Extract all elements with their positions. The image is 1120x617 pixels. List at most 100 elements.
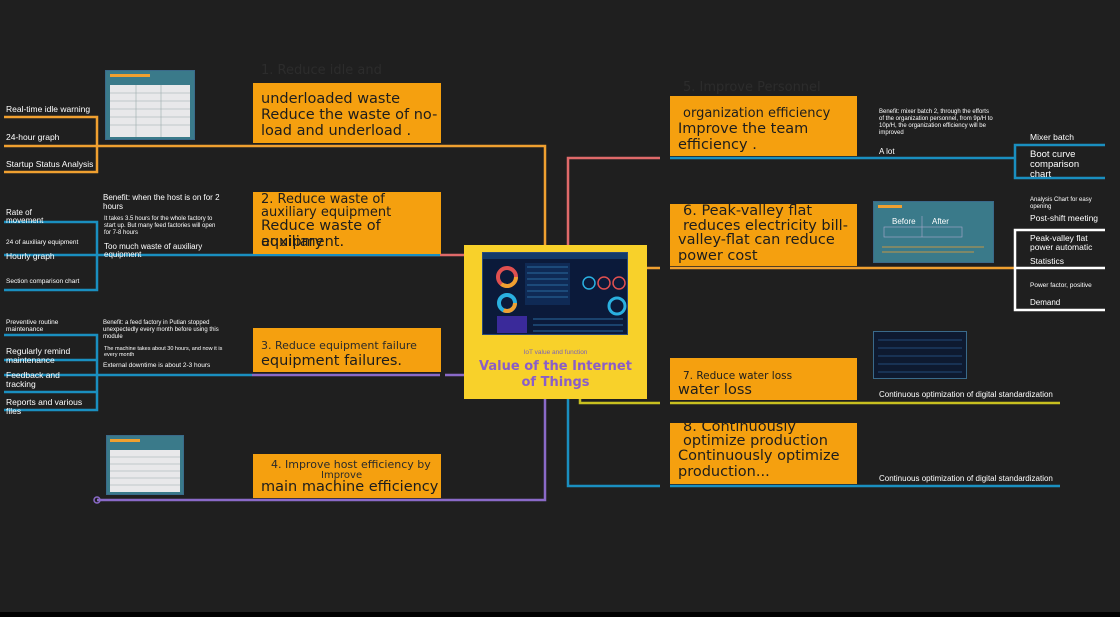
node-8-optimize-production[interactable]: 8. Continuously optimize production Cont… [670,423,857,484]
left-b2-hourly[interactable]: Hourly graph [6,251,55,261]
left-b1-item-1[interactable]: 24-hour graph [6,132,60,142]
node-8-line1: 8. Continuously [683,423,796,435]
left-b3-benefit3: module [103,334,123,340]
node-2-line2: auxiliary equipment [261,205,392,220]
left-b2-takes3: for 7-8 hours [104,230,139,236]
right-boot2[interactable]: comparison [1030,159,1080,170]
right-n5-benefit4: improved [879,130,904,136]
left-b3-takes1: The machine takes about 30 hours, and no… [104,346,223,352]
node-6-line2: reduces electricity bill- [683,218,848,234]
right-n7-note: Continuous optimization of digital stand… [879,390,1053,399]
left-b3-prev1[interactable]: Preventive routine [6,319,59,326]
node-2-line4: equipment. [261,234,345,250]
left-b3-ext: External downtime is about 2-3 hours [103,362,211,369]
node-3-line1: 3. Reduce equipment failure [261,339,417,352]
node-6-line4: power cost [678,248,758,264]
node-7-water-loss[interactable]: 7. Reduce water loss water loss [670,358,857,400]
left-b3-feedback2[interactable]: tracking [6,379,36,389]
node-8-line4: production... [678,464,770,480]
left-b3-reports2[interactable]: files [6,406,22,416]
right-demand[interactable]: Demand [1030,298,1061,307]
right-n5-benefit3: 10p/H, the organization efficiency will … [879,123,986,129]
right-analysis1[interactable]: Analysis Chart for easy [1030,197,1092,203]
left-b3-remind1[interactable]: Regularly remind [6,346,71,356]
left-b2-benefit1: Benefit: when the host is on for 2 [103,193,220,202]
left-b2-waste1: Too much waste of auxiliary [104,242,203,251]
left-b3-remind2[interactable]: maintenance [6,355,55,365]
left-b3-takes2: every month [104,352,135,358]
link-center-n8 [566,399,660,488]
right-n5-benefit2: of the organization personnel, from 9p/H… [879,116,993,122]
right-analysis2[interactable]: opening [1030,204,1052,210]
node-5-line1: organization efficiency [683,106,831,121]
node-6-line3: valley-flat can reduce [678,232,835,248]
right-n5-benefit1: Benefit: mixer batch 2, through the effo… [879,109,989,115]
right-stats[interactable]: Statistics [1030,256,1065,266]
left-b2-benefit2: hours [103,202,124,211]
node-4-improve-host[interactable]: 4. Improve host efficiency by Improve ma… [253,454,441,498]
thumbnail-idle-report [105,70,195,140]
center-subtitle: IoT value and function [523,349,588,356]
left-b1-item-2[interactable]: Startup Status Analysis [6,159,94,169]
dashboard-thumbnail [482,252,628,335]
node-3-reduce-failure[interactable]: 3. Reduce equipment failure equipment fa… [253,328,441,372]
center-title-line1: Value of the Internet [479,359,632,374]
right-postshift[interactable]: Post-shift meeting [1030,213,1099,223]
node-6-peak-valley[interactable]: 6. Peak-valley flat reduces electricity … [670,204,857,266]
node-8-line2: optimize production [683,433,828,449]
thumbnail-water-dashboard [873,331,967,379]
right-boot1[interactable]: Boot curve [1030,149,1076,160]
node-5-ghost-header: 5. Improve Personnel [683,80,821,95]
node-8-line3: Continuously optimize [678,448,840,464]
node-2-line1: 2. Reduce waste of [261,192,385,207]
center-node[interactable]: IoT value and function Value of the Inte… [464,245,647,399]
left-b2-waste2: equipment [104,250,142,259]
left-b3-reports1[interactable]: Reports and various [6,397,83,407]
left-b3-benefit1: Benefit: a feed factory in Putian stoppe… [103,320,210,326]
left-b3-benefit2: unexpectedly every month before using th… [103,327,219,333]
left-b2-section[interactable]: Section comparison chart [6,278,80,285]
node-4-line3: main machine efficiency [261,479,439,495]
right-mixer-batch[interactable]: Mixer batch [1030,132,1074,142]
node-7-line1: 7. Reduce water loss [683,370,793,382]
node-2-reduce-aux-waste[interactable]: 2. Reduce waste of auxiliary equipment R… [253,192,441,254]
right-n8-note: Continuous optimization of digital stand… [879,474,1053,483]
center-title: Value of the Internet of Things [464,359,647,391]
left-b1-item-0[interactable]: Real-time idle warning [6,104,91,114]
right-peak2[interactable]: power automatic [1030,242,1093,252]
node-1-line1: underloaded waste [261,91,401,107]
node-1-line3: load and underload . [261,123,412,139]
right-boot3[interactable]: chart [1030,169,1052,180]
thumbnail-after-label: After [932,217,949,226]
node-3-line2: equipment failures. [261,353,403,369]
left-b3-prev2[interactable]: maintenance [6,326,44,333]
node-5-line2: Improve the team [678,121,809,137]
node-1-line2: Reduce the waste of no- [261,107,438,123]
left-b2-takes1: It takes 3.5 hours for the whole factory… [104,216,213,222]
node-1-reduce-idle[interactable]: underloaded waste Reduce the waste of no… [253,83,441,143]
left-b2-rate1[interactable]: Rate of [6,208,32,217]
node-5-line3: efficiency . [678,137,757,153]
link-center-n7 [578,399,660,405]
center-title-line2: of Things [521,375,590,390]
left-b2-rate2[interactable]: movement [6,216,44,225]
node-4-line2: Improve [321,470,363,481]
node-7-line2: water loss [678,382,752,398]
right-peak1[interactable]: Peak-valley flat [1030,233,1088,243]
left-b2-aux[interactable]: 24 of auxiliary equipment [6,239,79,246]
node-1-ghost-header: 1. Reduce idle and [261,63,382,78]
thumbnail-host-efficiency [106,435,184,495]
node-4-line1: 4. Improve host efficiency by [271,458,431,471]
link-center-n4 [442,399,547,502]
thumbnail-peak-valley-table: Before After [873,201,994,263]
node-5-personnel-efficiency[interactable]: organization efficiency Improve the team… [670,96,857,156]
left-b3-feedback1[interactable]: Feedback and [6,370,60,380]
left-b2-takes2: start up. But many feed factories will o… [104,223,216,229]
right-n5-alot: A lot [879,147,895,156]
thumbnail-before-label: Before [892,217,916,226]
node-2-line3: Reduce waste of auxiliary [261,218,381,250]
node-6-line1: 6. Peak-valley flat [683,204,813,219]
right-pf[interactable]: Power factor, positive [1030,282,1092,289]
